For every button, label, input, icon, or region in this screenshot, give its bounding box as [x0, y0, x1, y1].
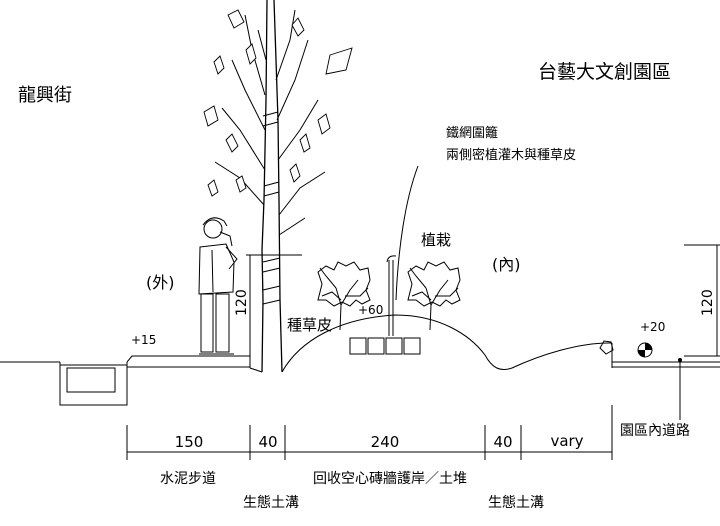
fence-leader-line — [395, 165, 419, 301]
street-tree — [203, 0, 353, 373]
zone-swale-right-label: 生態土溝 — [488, 495, 544, 511]
left-height-dimension — [246, 254, 302, 356]
right-height-dimension — [684, 244, 720, 357]
road-leader — [678, 358, 682, 420]
sidewalk-elevation-label: +15 — [131, 333, 156, 347]
width-dimension-chain — [126, 405, 613, 460]
fence-note-label: 兩側密植灌木與種草皮 — [446, 147, 576, 163]
left-drain — [0, 361, 128, 406]
campus-name-label: 台藝大文創園區 — [538, 61, 671, 83]
person-figure — [198, 217, 238, 355]
mound-elevation-label: +60 — [358, 303, 383, 317]
planting-label: 植栽 — [421, 231, 451, 249]
concrete-sidewalk — [126, 355, 251, 368]
swale-ground-line — [249, 367, 263, 373]
inside-label: (內) — [492, 255, 521, 274]
dimension-swale-right: 40 — [493, 433, 512, 451]
dimension-swale-left: 40 — [258, 433, 277, 451]
road-elevation-label: +20 — [640, 320, 665, 334]
campus-road — [599, 340, 720, 368]
elevation-marker-icon — [637, 342, 653, 358]
shrub-left — [317, 261, 371, 331]
hollow-brick-wall — [349, 337, 421, 355]
fence-label: 鐵網圍籬 — [446, 125, 498, 141]
zone-embankment-label: 回收空心磚牆護岸／土堆 — [313, 471, 467, 487]
zone-sidewalk-label: 水泥步道 — [160, 471, 216, 487]
right-height-label: 120 — [700, 289, 716, 316]
dimension-sidewalk: 150 — [175, 433, 204, 451]
wire-fence — [386, 165, 419, 336]
dimension-vary: vary — [550, 432, 583, 450]
street-name-label: 龍興街 — [18, 85, 72, 106]
dimension-embankment: 240 — [371, 433, 400, 451]
shrub-right — [407, 261, 461, 331]
outside-label: (外) — [146, 273, 175, 292]
grass-label: 種草皮 — [287, 316, 332, 334]
road-label: 園區內道路 — [620, 423, 690, 439]
earth-mound-ground-line — [281, 314, 613, 373]
left-height-label: 120 — [234, 289, 250, 316]
zone-swale-left-label: 生態土溝 — [243, 495, 299, 511]
